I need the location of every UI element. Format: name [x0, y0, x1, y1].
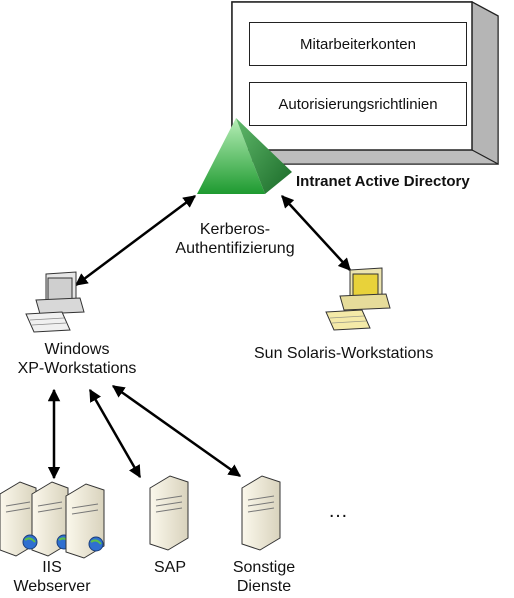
arrow-solaris-to-directory [281, 195, 351, 271]
authorization-policies-label: Autorisierungsrichtlinien [278, 95, 438, 113]
solaris-workstation-icon [325, 267, 391, 331]
arrow-windows-to-sap [88, 388, 142, 479]
windows-workstations-line2: XP-Workstations [17, 360, 137, 377]
iis-server-icon [0, 481, 105, 559]
kerberos-label-line2: Authentifizierung [175, 240, 295, 257]
kerberos-label: Kerberos- Authentifizierung [160, 220, 310, 258]
windows-workstation-icon [25, 271, 85, 333]
windows-workstations-label: Windows XP-Workstations [2, 340, 152, 378]
windows-workstations-line1: Windows [44, 341, 110, 358]
kerberos-label-line1: Kerberos- [199, 221, 271, 238]
more-services-ellipsis: … [328, 500, 350, 522]
iis-webserver-line1: IIS [42, 559, 62, 576]
directory-title: Intranet Active Directory [296, 173, 470, 190]
employee-accounts-box: Mitarbeiterkonten [249, 22, 467, 66]
authorization-policies-box: Autorisierungsrichtlinien [249, 82, 467, 126]
arrow-windows-to-other [111, 384, 242, 478]
sap-label: SAP [153, 559, 186, 576]
other-services-line2: Dienste [236, 578, 292, 595]
solaris-workstations-label: Sun Solaris-Workstations [254, 345, 434, 362]
iis-webserver-label: IIS Webserver [6, 558, 98, 596]
other-services-label: Sonstige Dienste [222, 558, 306, 596]
other-services-line1: Sonstige [232, 559, 296, 576]
arrow-windows-to-directory [74, 194, 197, 287]
iis-webserver-line2: Webserver [13, 578, 91, 595]
employee-accounts-label: Mitarbeiterkonten [300, 35, 416, 53]
sap-server-icon [149, 475, 189, 551]
active-directory-pyramid-icon [197, 118, 292, 194]
other-services-server-icon [241, 475, 281, 551]
